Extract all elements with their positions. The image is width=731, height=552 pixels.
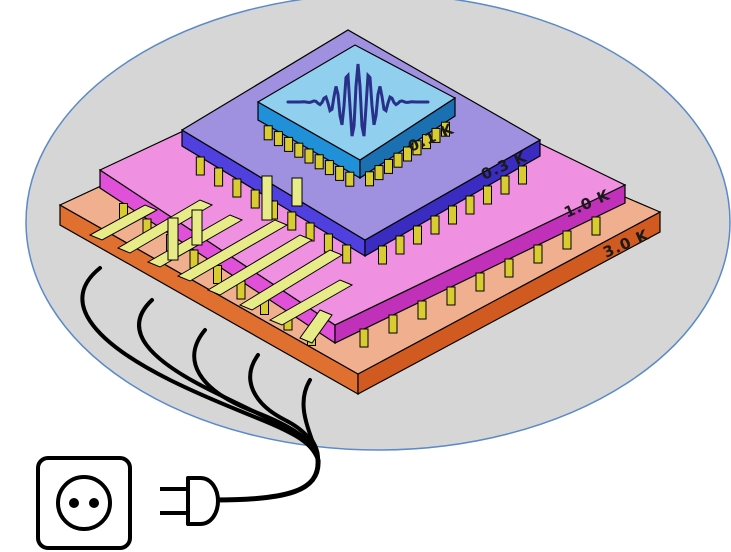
pin xyxy=(388,314,398,334)
pin xyxy=(483,185,492,205)
cable xyxy=(137,298,320,462)
pin xyxy=(446,286,456,306)
power-plug-icon xyxy=(160,476,220,526)
connector-ribbon xyxy=(299,309,333,344)
connector-ribbon xyxy=(88,204,159,241)
connector-ribbon xyxy=(116,199,214,254)
pin xyxy=(214,167,224,187)
pin xyxy=(412,140,422,156)
pin xyxy=(232,178,242,198)
connector-ribbon xyxy=(268,279,354,326)
pin xyxy=(422,134,431,150)
connector-ribbon xyxy=(238,249,344,311)
pin xyxy=(417,300,427,320)
pin xyxy=(500,175,510,195)
connector-riser xyxy=(191,209,203,246)
pin xyxy=(384,158,393,174)
pin xyxy=(314,154,324,170)
pin xyxy=(335,165,345,181)
connector-riser xyxy=(291,177,303,207)
pin xyxy=(518,165,527,185)
pin xyxy=(359,328,369,348)
pin xyxy=(324,160,334,176)
pin xyxy=(441,121,450,137)
pin xyxy=(393,152,403,168)
connector-ribbons xyxy=(88,175,354,344)
pin xyxy=(342,244,352,264)
qubit-waveform-icon xyxy=(286,63,430,137)
pin xyxy=(273,131,283,147)
pin xyxy=(465,195,475,215)
pin xyxy=(263,125,273,141)
pin xyxy=(504,258,514,278)
pin xyxy=(250,189,260,209)
pin xyxy=(323,233,333,253)
connector-riser xyxy=(167,217,179,261)
pin xyxy=(304,148,314,164)
pin xyxy=(345,171,355,187)
cable xyxy=(192,328,320,462)
pin xyxy=(448,205,457,225)
pin xyxy=(294,142,304,158)
temperature-stage-stack xyxy=(58,29,662,396)
cable xyxy=(301,378,320,462)
pin xyxy=(374,165,384,181)
cable-main xyxy=(212,457,321,503)
pin xyxy=(395,235,405,255)
cable-bundle xyxy=(80,266,321,503)
pin xyxy=(430,215,440,235)
pin-row-stage-01k xyxy=(263,121,450,187)
pin xyxy=(431,127,441,143)
pin xyxy=(195,156,205,176)
pin xyxy=(533,244,543,264)
pin xyxy=(365,171,374,187)
pin xyxy=(378,245,387,265)
pin xyxy=(287,211,297,231)
pin xyxy=(475,272,485,292)
connector-ribbon xyxy=(176,219,289,282)
pin xyxy=(213,265,222,284)
wall-outlet-icon xyxy=(36,456,132,550)
pin xyxy=(591,216,601,236)
pin xyxy=(562,230,572,250)
connector-ribbon xyxy=(206,234,314,296)
connector-riser xyxy=(261,175,273,221)
pin xyxy=(403,146,412,162)
pin xyxy=(413,225,422,245)
pin xyxy=(284,136,294,152)
